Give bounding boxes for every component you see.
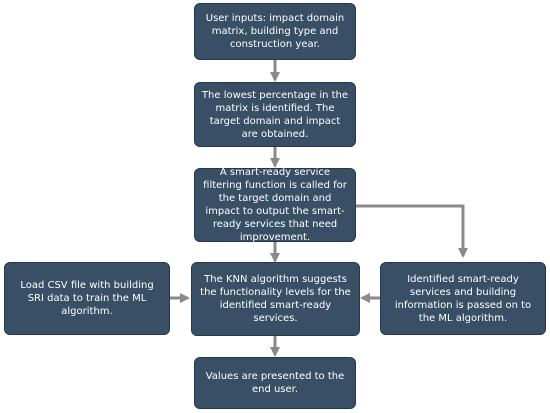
step-values-presented-text: Values are presented to the end user. — [205, 371, 345, 395]
step-knn-algorithm-text: The KNN algorithm suggests the functiona… — [200, 274, 351, 324]
step-filtering-function: A smart-ready service filtering function… — [194, 167, 356, 243]
step-lowest-percentage: The lowest percentage in the matrix is i… — [194, 82, 356, 147]
step-identified-services: Identified smart-ready services and buil… — [380, 262, 546, 335]
step-user-inputs: User inputs: impact domain matrix, build… — [194, 3, 356, 60]
step-knn-algorithm: The KNN algorithm suggests the functiona… — [191, 262, 360, 336]
step-lowest-percentage-text: The lowest percentage in the matrix is i… — [201, 89, 349, 140]
step-filtering-function-text: A smart-ready service filtering function… — [203, 167, 347, 243]
step-load-csv-text: Load CSV file with building SRI data to … — [20, 280, 154, 317]
step-load-csv: Load CSV file with building SRI data to … — [4, 262, 170, 335]
arrow-filter-to-identified — [354, 204, 468, 258]
step-identified-services-text: Identified smart-ready services and buil… — [394, 273, 532, 324]
step-values-presented: Values are presented to the end user. — [194, 357, 356, 409]
step-user-inputs-text: User inputs: impact domain matrix, build… — [205, 13, 345, 50]
